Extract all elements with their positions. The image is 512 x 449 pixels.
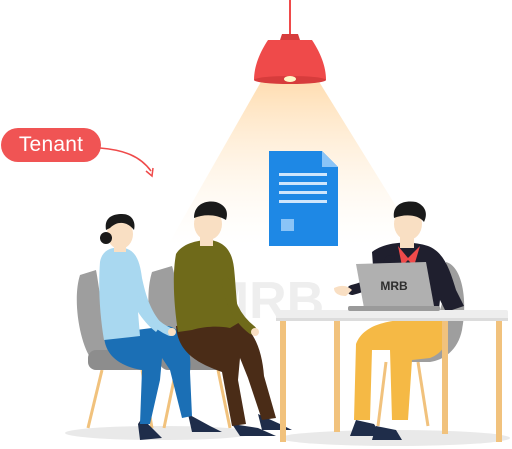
document-icon xyxy=(269,151,338,246)
man-tenant xyxy=(173,201,292,436)
laptop-logo: MRB xyxy=(380,279,408,293)
laptop-icon: MRB xyxy=(348,262,440,311)
woman-tenant xyxy=(99,214,222,440)
meeting-table xyxy=(276,310,508,442)
arrow-icon xyxy=(99,147,154,178)
tenant-badge: Tenant xyxy=(1,128,101,162)
ceiling-lamp-icon xyxy=(254,0,326,84)
